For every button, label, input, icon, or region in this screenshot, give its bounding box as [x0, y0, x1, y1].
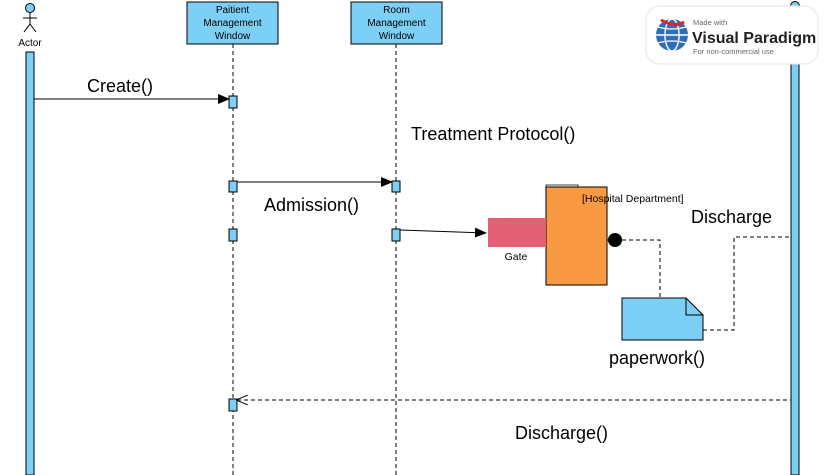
patient-activation-2[interactable] — [228, 180, 238, 193]
patient-window-lifeline[interactable]: Paitient Management Window — [186, 1, 279, 475]
component-tab — [545, 184, 579, 187]
visual-paradigm-watermark: Made with Visual Paradigm For non-commer… — [645, 5, 819, 65]
patient-activation-4[interactable] — [228, 398, 238, 412]
note-to-actor-connector — [703, 236, 791, 331]
room-activation-1[interactable] — [391, 180, 401, 193]
room-window-lifeline[interactable]: Room Management Window — [350, 1, 443, 475]
admission-message-label: Admission() — [264, 195, 359, 215]
room-activation-2[interactable] — [391, 228, 401, 242]
patient-activation-1[interactable] — [228, 95, 238, 109]
interface-to-note-connector — [622, 239, 661, 298]
paperwork-document-icon — [621, 297, 704, 341]
patient-window-label-1: Paitient — [216, 5, 250, 16]
patient-window-head[interactable] — [186, 1, 279, 45]
actor-head-icon — [25, 3, 35, 13]
treatment-protocol-label: Treatment Protocol() — [411, 124, 575, 144]
room-window-label-1: Room — [383, 5, 410, 16]
gate-port-label: Gate — [505, 251, 528, 263]
globe-icon — [656, 18, 688, 52]
patient-activation-3[interactable] — [228, 228, 238, 242]
paperwork-label: paperwork() — [609, 348, 705, 368]
provided-interface-ball-icon — [608, 233, 622, 247]
right-actor-lifeline[interactable] — [790, 1, 800, 475]
paperwork-note[interactable] — [621, 297, 704, 341]
component-stereotype: [Hospital Department] — [582, 193, 684, 205]
actor-label: Actor — [18, 38, 42, 49]
create-message-label: Create() — [87, 76, 153, 96]
actor-activation-bar[interactable] — [25, 51, 35, 475]
right-actor-activation-bar[interactable] — [790, 11, 800, 475]
patient-window-label-3: Window — [215, 31, 251, 42]
watermark-line-1: Made with — [693, 18, 727, 27]
gate-port[interactable] — [488, 218, 546, 247]
room-window-label-2: Management — [367, 18, 426, 29]
watermark-line-3: For non-commercial use — [693, 47, 774, 56]
watermark-line-2: Visual Paradigm — [692, 30, 816, 47]
gate-message-arrow[interactable] — [399, 227, 487, 238]
room-window-label-3: Window — [379, 31, 415, 42]
patient-window-label-2: Management — [203, 18, 262, 29]
discharge-label: Discharge — [691, 207, 772, 227]
hospital-department-component[interactable]: [Hospital Department] Gate — [488, 184, 684, 286]
discharge-return-label: Discharge() — [515, 423, 608, 443]
actor-lifeline[interactable]: Actor — [18, 3, 42, 475]
